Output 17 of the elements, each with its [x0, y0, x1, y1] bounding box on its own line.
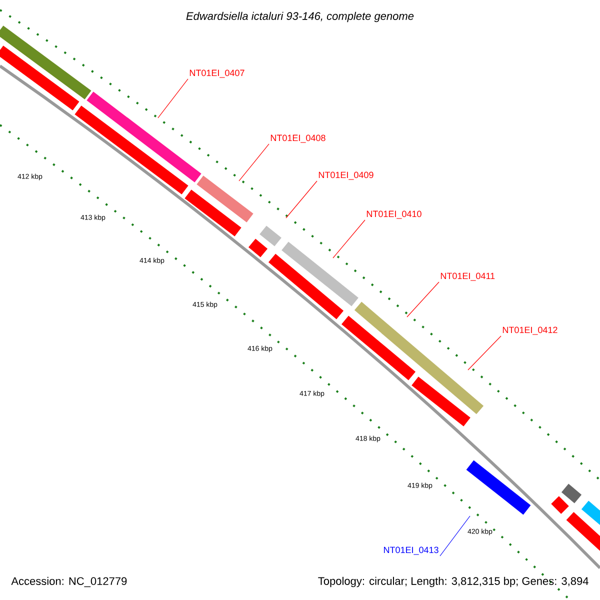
gene-label: NT01EI_0412 — [502, 326, 558, 335]
gene-label: NT01EI_0407 — [190, 70, 244, 78]
leader-line — [286, 180, 318, 218]
leader-line — [158, 78, 188, 118]
gene-label: NT01EI_0409 — [318, 172, 374, 180]
gene-label: NT01EI_0410 — [366, 210, 422, 219]
leader-line — [468, 336, 502, 370]
leader-line — [332, 220, 366, 258]
gene-label: NT01EI_0408 — [270, 134, 326, 143]
info-text: Accession: NC_012779 — [11, 576, 127, 588]
title: Edwardsiella ictaluri 93-146, complete genome — [186, 12, 414, 22]
info-text: Topology: circular; Length: 3,812,315 bp; Genes: 3,894 — [318, 576, 588, 588]
leader-line — [440, 516, 470, 556]
leader-line — [406, 282, 440, 318]
gene-label: NT01EI_0411 — [440, 272, 495, 281]
leader-line — [238, 144, 270, 182]
gene-label: NT01EI_0413 — [384, 546, 438, 555]
